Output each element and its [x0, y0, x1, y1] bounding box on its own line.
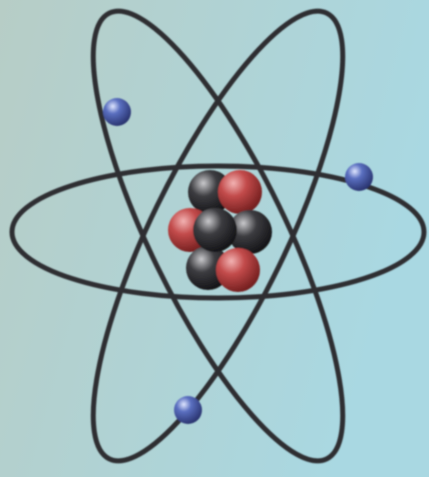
- electron: [345, 163, 373, 191]
- nucleus: [168, 170, 272, 292]
- electron: [103, 98, 131, 126]
- electron: [174, 396, 202, 424]
- orbit-tilted-left: [90, 8, 346, 464]
- proton: [216, 248, 260, 292]
- neutron: [193, 208, 237, 252]
- proton: [218, 170, 262, 214]
- orbit-horizontal: [9, 163, 427, 301]
- neutron: [228, 210, 272, 254]
- orbit-tilted-right: [90, 8, 346, 464]
